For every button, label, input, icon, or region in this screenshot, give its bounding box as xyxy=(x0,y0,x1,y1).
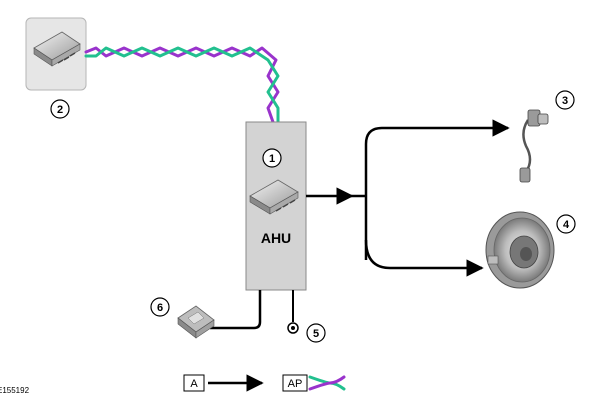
twisted-pair-symbol xyxy=(308,375,346,391)
remote-module xyxy=(25,17,87,91)
svg-text:4: 4 xyxy=(563,219,570,231)
output-wiring xyxy=(306,119,510,277)
legend: A AP xyxy=(183,374,346,392)
svg-text:5: 5 xyxy=(313,328,319,340)
svg-text:1: 1 xyxy=(269,153,275,165)
fuse-wiring xyxy=(210,290,262,330)
callout-4: 4 xyxy=(556,214,576,234)
callout-2: 2 xyxy=(50,99,70,119)
speaker xyxy=(485,211,555,289)
svg-text:3: 3 xyxy=(562,95,568,107)
ahu-label: AHU xyxy=(261,230,291,246)
svg-text:AP: AP xyxy=(288,378,303,390)
svg-text:2: 2 xyxy=(57,104,63,116)
ap-bus-cable xyxy=(84,46,280,124)
callout-3: 3 xyxy=(555,90,575,110)
svg-text:A: A xyxy=(190,378,198,390)
svg-text:6: 6 xyxy=(157,302,163,314)
ahu-unit: AHU xyxy=(245,121,307,291)
callout-6: 6 xyxy=(150,297,170,317)
legend-signal: A xyxy=(183,374,264,392)
legend-bus: AP xyxy=(282,374,346,392)
callout-1: 1 xyxy=(262,148,282,168)
ground-wire xyxy=(287,290,299,334)
fuse-icon xyxy=(177,305,215,339)
figure-reference: E155192 xyxy=(0,386,30,395)
harness-connector xyxy=(519,109,549,183)
callout-5: 5 xyxy=(306,323,326,343)
